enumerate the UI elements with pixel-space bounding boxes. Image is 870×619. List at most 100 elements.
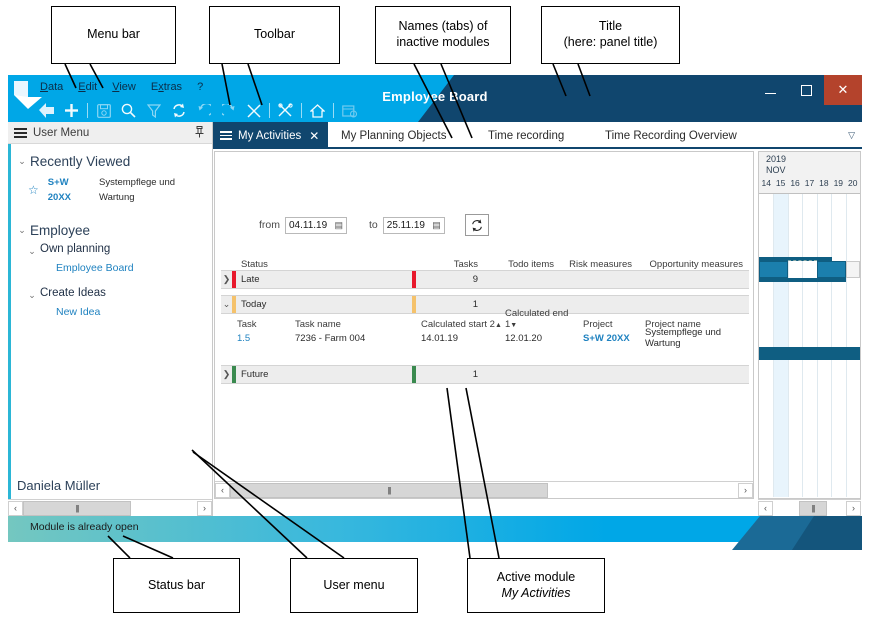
menu-item-data[interactable]: DDataata: [40, 81, 64, 93]
calendar-icon[interactable]: ▤: [432, 219, 441, 230]
menu-item-extras[interactable]: Extras: [150, 81, 183, 93]
column-header-task-name[interactable]: Task name: [295, 319, 341, 330]
menu-bar[interactable]: DDataata Edit View Extras ?: [8, 75, 454, 99]
row-expander-icon[interactable]: ❯: [222, 274, 231, 284]
tab-time-recording[interactable]: Time recording: [488, 122, 564, 149]
minimize-button[interactable]: [752, 75, 788, 105]
plus-icon[interactable]: [59, 100, 84, 122]
chevron-down-icon[interactable]: ⌄: [28, 290, 36, 300]
scroll-track[interactable]: |||: [773, 500, 846, 516]
gantt-body[interactable]: [759, 194, 860, 497]
chevron-down-icon[interactable]: ⌄: [18, 225, 26, 235]
tree-section-own-planning[interactable]: ⌄ Own planning: [14, 242, 212, 259]
scroll-right-arrow[interactable]: ›: [846, 500, 861, 516]
status-color-bar: [232, 296, 236, 313]
pin-icon[interactable]: [194, 126, 205, 141]
close-x-icon[interactable]: [241, 100, 266, 122]
tools-icon[interactable]: [273, 100, 298, 122]
chevron-down-icon[interactable]: ⌄: [28, 246, 36, 256]
scroll-track[interactable]: |||: [230, 482, 738, 498]
column-header-todo[interactable]: Todo items: [508, 259, 554, 270]
status-message: Module is already open: [30, 521, 139, 533]
date-to-value: 25.11.19: [386, 219, 425, 231]
chevron-down-icon[interactable]: ▽: [848, 130, 855, 140]
module-tab-strip[interactable]: My Activities ✕ My Planning Objects Time…: [213, 122, 862, 149]
cell-calculated-start: 14.01.19: [421, 332, 458, 344]
scroll-left-arrow[interactable]: ‹: [758, 500, 773, 516]
column-header-risk[interactable]: Risk measures: [569, 259, 632, 270]
menu-item-help[interactable]: ?: [197, 81, 204, 93]
table-row[interactable]: ❯ Late 9: [221, 270, 749, 289]
tree-group-employee[interactable]: ⌄ Employee: [14, 221, 212, 240]
grid-horizontal-scrollbar[interactable]: ‹ ||| ›: [215, 481, 753, 498]
close-button[interactable]: ✕: [824, 75, 862, 105]
tree-section-create-ideas[interactable]: ⌄ Create Ideas: [14, 286, 212, 303]
user-menu-title: User Menu: [33, 126, 90, 139]
gantt-bar-group-today[interactable]: [759, 257, 860, 282]
scroll-right-arrow[interactable]: ›: [197, 500, 212, 516]
column-header-status[interactable]: Status: [241, 259, 268, 270]
tab-my-planning-objects[interactable]: My Planning Objects: [341, 122, 446, 149]
date-from-input[interactable]: 04.11.19 ▤: [285, 216, 347, 234]
gantt-month-label: NOV: [766, 165, 786, 175]
date-to-input[interactable]: 25.11.19 ▤: [382, 216, 445, 234]
scroll-thumb[interactable]: |||: [23, 500, 131, 516]
sidebar-horizontal-scrollbar[interactable]: ‹ ||| ›: [8, 499, 212, 516]
calendar-clock-icon[interactable]: [337, 100, 362, 122]
scroll-thumb[interactable]: |||: [799, 500, 827, 516]
tree-group-recently-viewed[interactable]: ⌄ Recently Viewed: [14, 152, 212, 171]
filter-icon[interactable]: [141, 100, 166, 122]
gantt-bar-group-future[interactable]: [759, 347, 860, 360]
module-panel: My Activities ✕ My Planning Objects Time…: [213, 122, 862, 516]
status-table: Status Tasks Todo items Risk measures Op…: [221, 254, 749, 384]
sidebar-item-employee-board[interactable]: Employee Board: [14, 261, 212, 276]
date-from-value: 04.11.19: [289, 219, 328, 231]
gantt-bar-empty[interactable]: [845, 261, 860, 278]
table-row[interactable]: ❯ Future 1: [221, 365, 749, 384]
tab-my-activities[interactable]: My Activities ✕: [213, 122, 329, 149]
undo-icon[interactable]: [191, 100, 216, 122]
scroll-thumb[interactable]: |||: [230, 482, 548, 498]
from-label: from: [259, 219, 280, 231]
gantt-horizontal-scrollbar[interactable]: ‹ ||| ›: [758, 499, 861, 516]
column-header-calculated-end[interactable]: Calculated end 1▼: [505, 308, 569, 330]
maximize-button[interactable]: [788, 75, 824, 105]
gantt-bar[interactable]: [816, 261, 846, 278]
menu-item-edit[interactable]: Edit: [78, 81, 98, 93]
column-header-project[interactable]: Project: [583, 319, 613, 330]
hamburger-icon[interactable]: [220, 131, 232, 140]
home-icon[interactable]: [305, 100, 330, 122]
column-header-tasks[interactable]: Tasks: [453, 259, 478, 270]
user-menu-header[interactable]: User Menu: [8, 122, 212, 144]
chevron-down-icon[interactable]: ⌄: [18, 156, 26, 166]
refresh-icon[interactable]: [166, 100, 191, 122]
row-expander-icon[interactable]: ❯: [222, 369, 231, 379]
star-icon[interactable]: ☆: [28, 182, 39, 197]
column-header-calculated-start[interactable]: Calculated start 2▲: [421, 319, 502, 330]
column-header-opportunity[interactable]: Opportunity measures: [649, 259, 743, 270]
tab-close-icon[interactable]: ✕: [309, 128, 320, 143]
back-arrow-icon[interactable]: [34, 100, 59, 122]
tab-time-recording-overview[interactable]: Time Recording Overview: [605, 122, 737, 149]
row-collapse-icon[interactable]: ⌄: [222, 299, 231, 309]
redo-icon[interactable]: [216, 100, 241, 122]
table-row[interactable]: ⌄ Today 1: [221, 295, 749, 314]
list-item-recent[interactable]: ☆ S+W 20XX Systempflege und Wartung: [14, 175, 212, 205]
sidebar-item-new-idea[interactable]: New Idea: [14, 305, 212, 320]
hamburger-icon[interactable]: [14, 127, 27, 138]
calendar-icon[interactable]: ▤: [334, 219, 343, 230]
column-header-task[interactable]: Task: [237, 319, 257, 330]
scroll-left-arrow[interactable]: ‹: [8, 500, 23, 516]
column-header-project-name[interactable]: Project name: [645, 319, 701, 330]
date-filter[interactable]: from 04.11.19 ▤ to 25.11.19 ▤: [215, 210, 755, 240]
refresh-button[interactable]: [464, 214, 489, 236]
table-row[interactable]: 1.5 7236 - Farm 004 14.01.19 12.01.20 S+…: [221, 327, 749, 349]
search-icon[interactable]: [116, 100, 141, 122]
scroll-right-arrow[interactable]: ›: [738, 482, 753, 498]
scroll-left-arrow[interactable]: ‹: [215, 482, 230, 498]
save-icon[interactable]: [91, 100, 116, 122]
toolbar[interactable]: [8, 99, 428, 122]
scroll-track[interactable]: |||: [23, 500, 197, 516]
gantt-bar[interactable]: [759, 261, 789, 278]
menu-item-view[interactable]: View: [112, 81, 136, 93]
